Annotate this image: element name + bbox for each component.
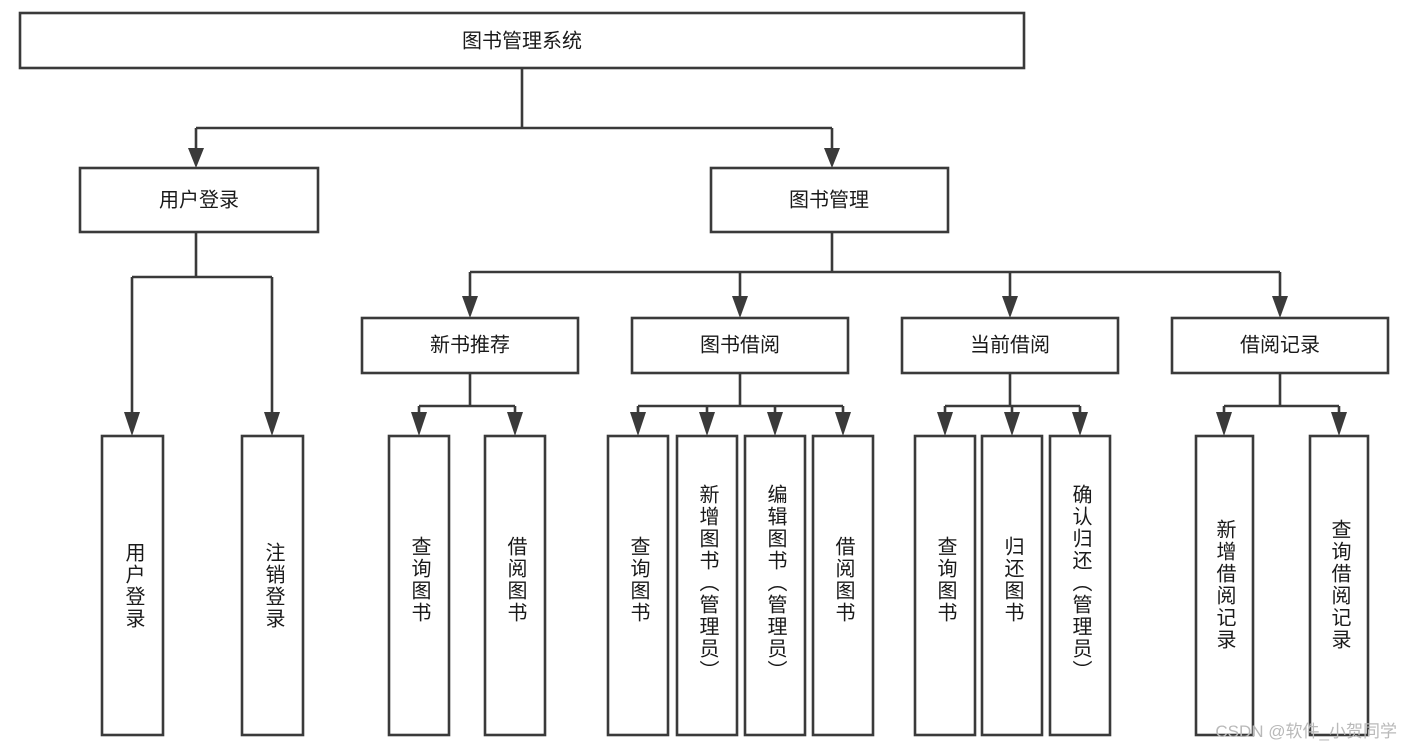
connector-group-borrow-record-to-leaves: [1216, 373, 1347, 436]
node-leaf-return-book-box[interactable]: [980, 434, 1044, 737]
connector-borrow-record-branch: [1222, 373, 1341, 416]
node-leaf-query-book-3[interactable]: 查询图书: [913, 434, 977, 737]
node-leaf-query-book-2-label: 查询图书: [627, 536, 650, 624]
node-leaf-query-book-1[interactable]: 查询图书: [387, 434, 451, 737]
node-leaf-edit-book[interactable]: 编辑图书（管理员）: [743, 434, 807, 737]
node-leaf-add-book-label: 新增图书（管理员）: [696, 484, 719, 682]
node-user-login-label: 用户登录: [159, 188, 239, 211]
arrow-to-leaf-return-book: [1004, 412, 1020, 436]
node-leaf-add-book-box[interactable]: [675, 434, 739, 737]
node-current-borrow-box[interactable]: [900, 316, 1120, 375]
node-leaf-return-book[interactable]: 归还图书: [980, 434, 1044, 737]
arrow-to-leaf-query-book-1: [411, 412, 427, 436]
arrow-to-user-login: [188, 148, 204, 168]
node-user-login-box[interactable]: [78, 166, 320, 234]
connector-group-user-login-to-leaves: [124, 232, 280, 436]
arrow-to-leaf-add-record: [1216, 412, 1232, 436]
node-leaf-query-record[interactable]: 查询借阅记录: [1308, 434, 1370, 737]
arrow-to-leaf-edit-book: [767, 412, 783, 436]
arrow-to-leaf-confirm-return: [1072, 412, 1088, 436]
node-leaf-user-login[interactable]: 用户登录: [100, 434, 165, 737]
node-leaf-edit-book-box[interactable]: [743, 434, 807, 737]
node-leaf-query-book-1-label: 查询图书: [408, 536, 431, 624]
node-book-borrow-box[interactable]: [630, 316, 850, 375]
arrow-to-new-book-recommend: [462, 296, 478, 318]
arrow-to-leaf-query-record: [1331, 412, 1347, 436]
connector-group-new-book-recommend-to-leaves: [411, 373, 523, 436]
node-leaf-query-book-2[interactable]: 查询图书: [606, 434, 670, 737]
connector-group-book-borrow-to-leaves: [630, 373, 851, 436]
node-leaf-add-record-label: 新增借阅记录: [1213, 519, 1236, 651]
node-current-borrow-label: 当前借阅: [970, 333, 1050, 356]
arrow-to-book-management: [824, 148, 840, 168]
connector-current-borrow-branch: [943, 373, 1082, 416]
arrow-to-leaf-user-logout: [264, 412, 280, 436]
node-leaf-edit-book-label: 编辑图书（管理员）: [764, 484, 787, 682]
arrow-to-leaf-query-book-2: [630, 412, 646, 436]
node-borrow-record-box[interactable]: [1170, 316, 1390, 375]
node-user-login[interactable]: 用户登录: [78, 166, 320, 234]
node-book-management[interactable]: 图书管理: [709, 166, 950, 234]
node-leaf-query-book-1-box[interactable]: [387, 434, 451, 737]
node-leaf-query-book-3-box[interactable]: [913, 434, 977, 737]
node-root-system-box[interactable]: [18, 11, 1026, 70]
node-new-book-recommend-box[interactable]: [360, 316, 580, 375]
connector-group-book-management-to-level3: [462, 232, 1288, 318]
node-new-book-recommend[interactable]: 新书推荐: [360, 316, 580, 375]
connector-book-borrow-branch: [636, 373, 845, 416]
node-leaf-borrow-book-2-box[interactable]: [811, 434, 875, 737]
node-book-management-box[interactable]: [709, 166, 950, 234]
connector-new-book-recommend-branch: [417, 373, 517, 416]
node-current-borrow[interactable]: 当前借阅: [900, 316, 1120, 375]
node-book-borrow-label: 图书借阅: [700, 333, 780, 356]
arrow-to-leaf-add-book: [699, 412, 715, 436]
node-leaf-user-logout[interactable]: 注销登录: [240, 434, 305, 737]
arrow-to-borrow-record: [1272, 296, 1288, 318]
node-leaf-return-book-label: 归还图书: [1001, 536, 1024, 624]
arrow-to-leaf-borrow-book-1: [507, 412, 523, 436]
node-leaf-user-login-label: 用户登录: [122, 542, 145, 630]
connector-group-current-borrow-to-leaves: [937, 373, 1088, 436]
connector-root-branch: [194, 68, 834, 158]
node-leaf-user-logout-label: 注销登录: [262, 542, 285, 630]
arrow-to-leaf-borrow-book-2: [835, 412, 851, 436]
arrow-to-book-borrow: [732, 296, 748, 318]
connector-book-management-branch: [468, 232, 1282, 298]
node-leaf-borrow-book-1-label: 借阅图书: [504, 536, 527, 624]
node-leaf-confirm-return[interactable]: 确认归还（管理员）: [1048, 434, 1112, 737]
node-leaf-borrow-book-1[interactable]: 借阅图书: [483, 434, 547, 737]
connector-user-login-branch: [130, 232, 274, 416]
node-leaf-user-logout-box[interactable]: [240, 434, 305, 737]
node-leaf-query-book-3-label: 查询图书: [934, 536, 957, 624]
node-leaf-confirm-return-label: 确认归还（管理员）: [1069, 484, 1092, 682]
node-leaf-query-record-box[interactable]: [1308, 434, 1370, 737]
node-leaf-add-book[interactable]: 新增图书（管理员）: [675, 434, 739, 737]
node-leaf-borrow-book-1-box[interactable]: [483, 434, 547, 737]
node-leaf-confirm-return-box[interactable]: [1048, 434, 1112, 737]
node-new-book-recommend-label: 新书推荐: [430, 333, 510, 356]
node-borrow-record[interactable]: 借阅记录: [1170, 316, 1390, 375]
node-book-management-label: 图书管理: [789, 188, 869, 211]
node-leaf-add-record[interactable]: 新增借阅记录: [1194, 434, 1255, 737]
node-borrow-record-label: 借阅记录: [1240, 333, 1320, 356]
node-leaf-query-record-label: 查询借阅记录: [1328, 519, 1351, 651]
node-leaf-query-book-2-box[interactable]: [606, 434, 670, 737]
node-leaf-borrow-book-2-label: 借阅图书: [832, 536, 855, 624]
node-leaf-borrow-book-2[interactable]: 借阅图书: [811, 434, 875, 737]
connector-group-root-to-level2: [188, 68, 840, 168]
node-leaf-user-login-box[interactable]: [100, 434, 165, 737]
arrow-to-leaf-user-login: [124, 412, 140, 436]
node-root-system-label: 图书管理系统: [462, 29, 582, 52]
arrow-to-leaf-query-book-3: [937, 412, 953, 436]
node-book-borrow[interactable]: 图书借阅: [630, 316, 850, 375]
node-root-system[interactable]: 图书管理系统: [18, 11, 1026, 70]
arrow-to-current-borrow: [1002, 296, 1018, 318]
node-leaf-add-record-box[interactable]: [1194, 434, 1255, 737]
